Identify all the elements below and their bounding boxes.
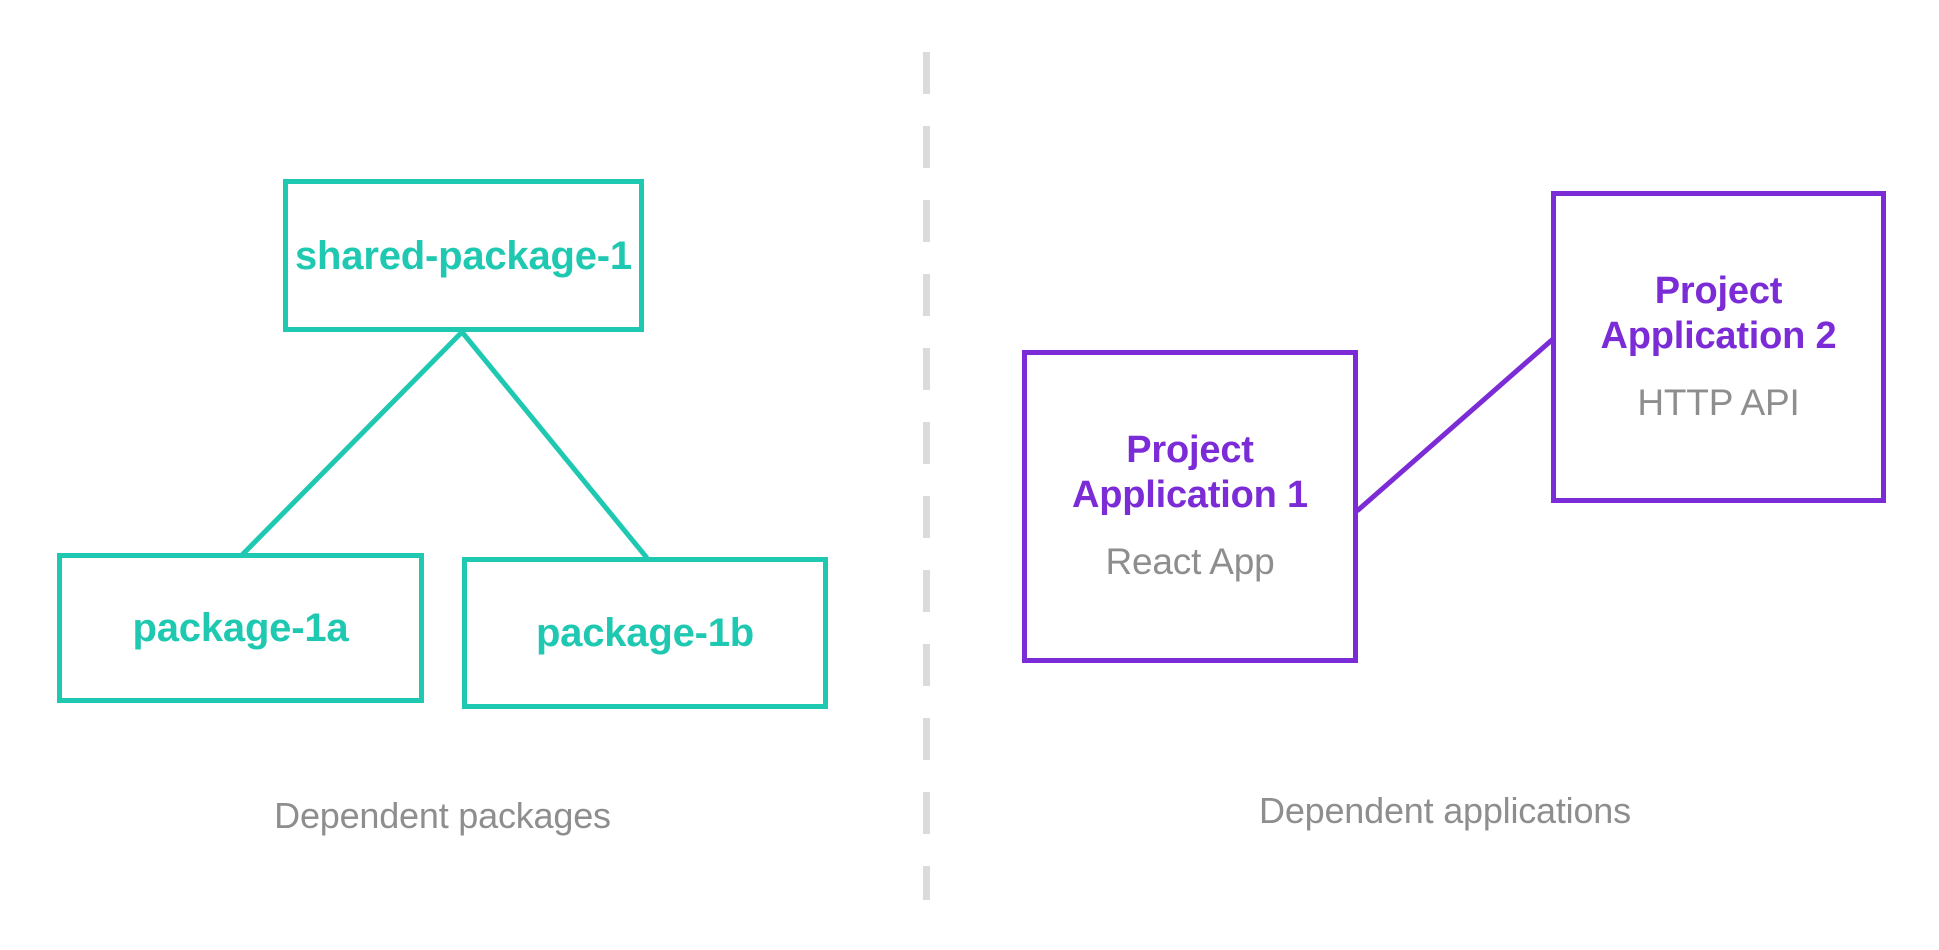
node-shared-package-1[interactable]: shared-package-1 (283, 179, 644, 332)
node-package-1a-label: package-1a (132, 606, 349, 650)
node-project-application-1-title-line-2: Application 1 (1072, 474, 1308, 517)
node-shared-package-1-label: shared-package-1 (295, 233, 632, 278)
node-project-application-2-title-line-1: Project (1654, 269, 1783, 312)
node-project-application-1[interactable]: Project Application 1 React App (1022, 350, 1358, 663)
edge-shared-package-1-to-package-1a (239, 330, 464, 558)
node-project-application-1-subtitle: React App (1105, 541, 1275, 583)
node-project-application-2[interactable]: Project Application 2 HTTP API (1551, 191, 1886, 503)
node-project-application-2-title-line-2: Application 2 (1600, 314, 1837, 357)
node-project-application-1-title-line-1: Project (1126, 429, 1254, 472)
edge-shared-package-1-to-package-1b (460, 330, 649, 560)
node-package-1b-label: package-1b (535, 611, 755, 655)
caption-dependent-packages: Dependent packages (274, 795, 611, 836)
panel-divider-dashed-line (923, 52, 930, 900)
node-package-1b[interactable]: package-1b (462, 557, 828, 709)
node-project-application-2-subtitle: HTTP API (1637, 381, 1800, 423)
caption-dependent-applications: Dependent applications (1259, 790, 1631, 831)
node-package-1a[interactable]: package-1a (57, 553, 424, 703)
edge-application-1-to-application-2 (1355, 337, 1555, 513)
